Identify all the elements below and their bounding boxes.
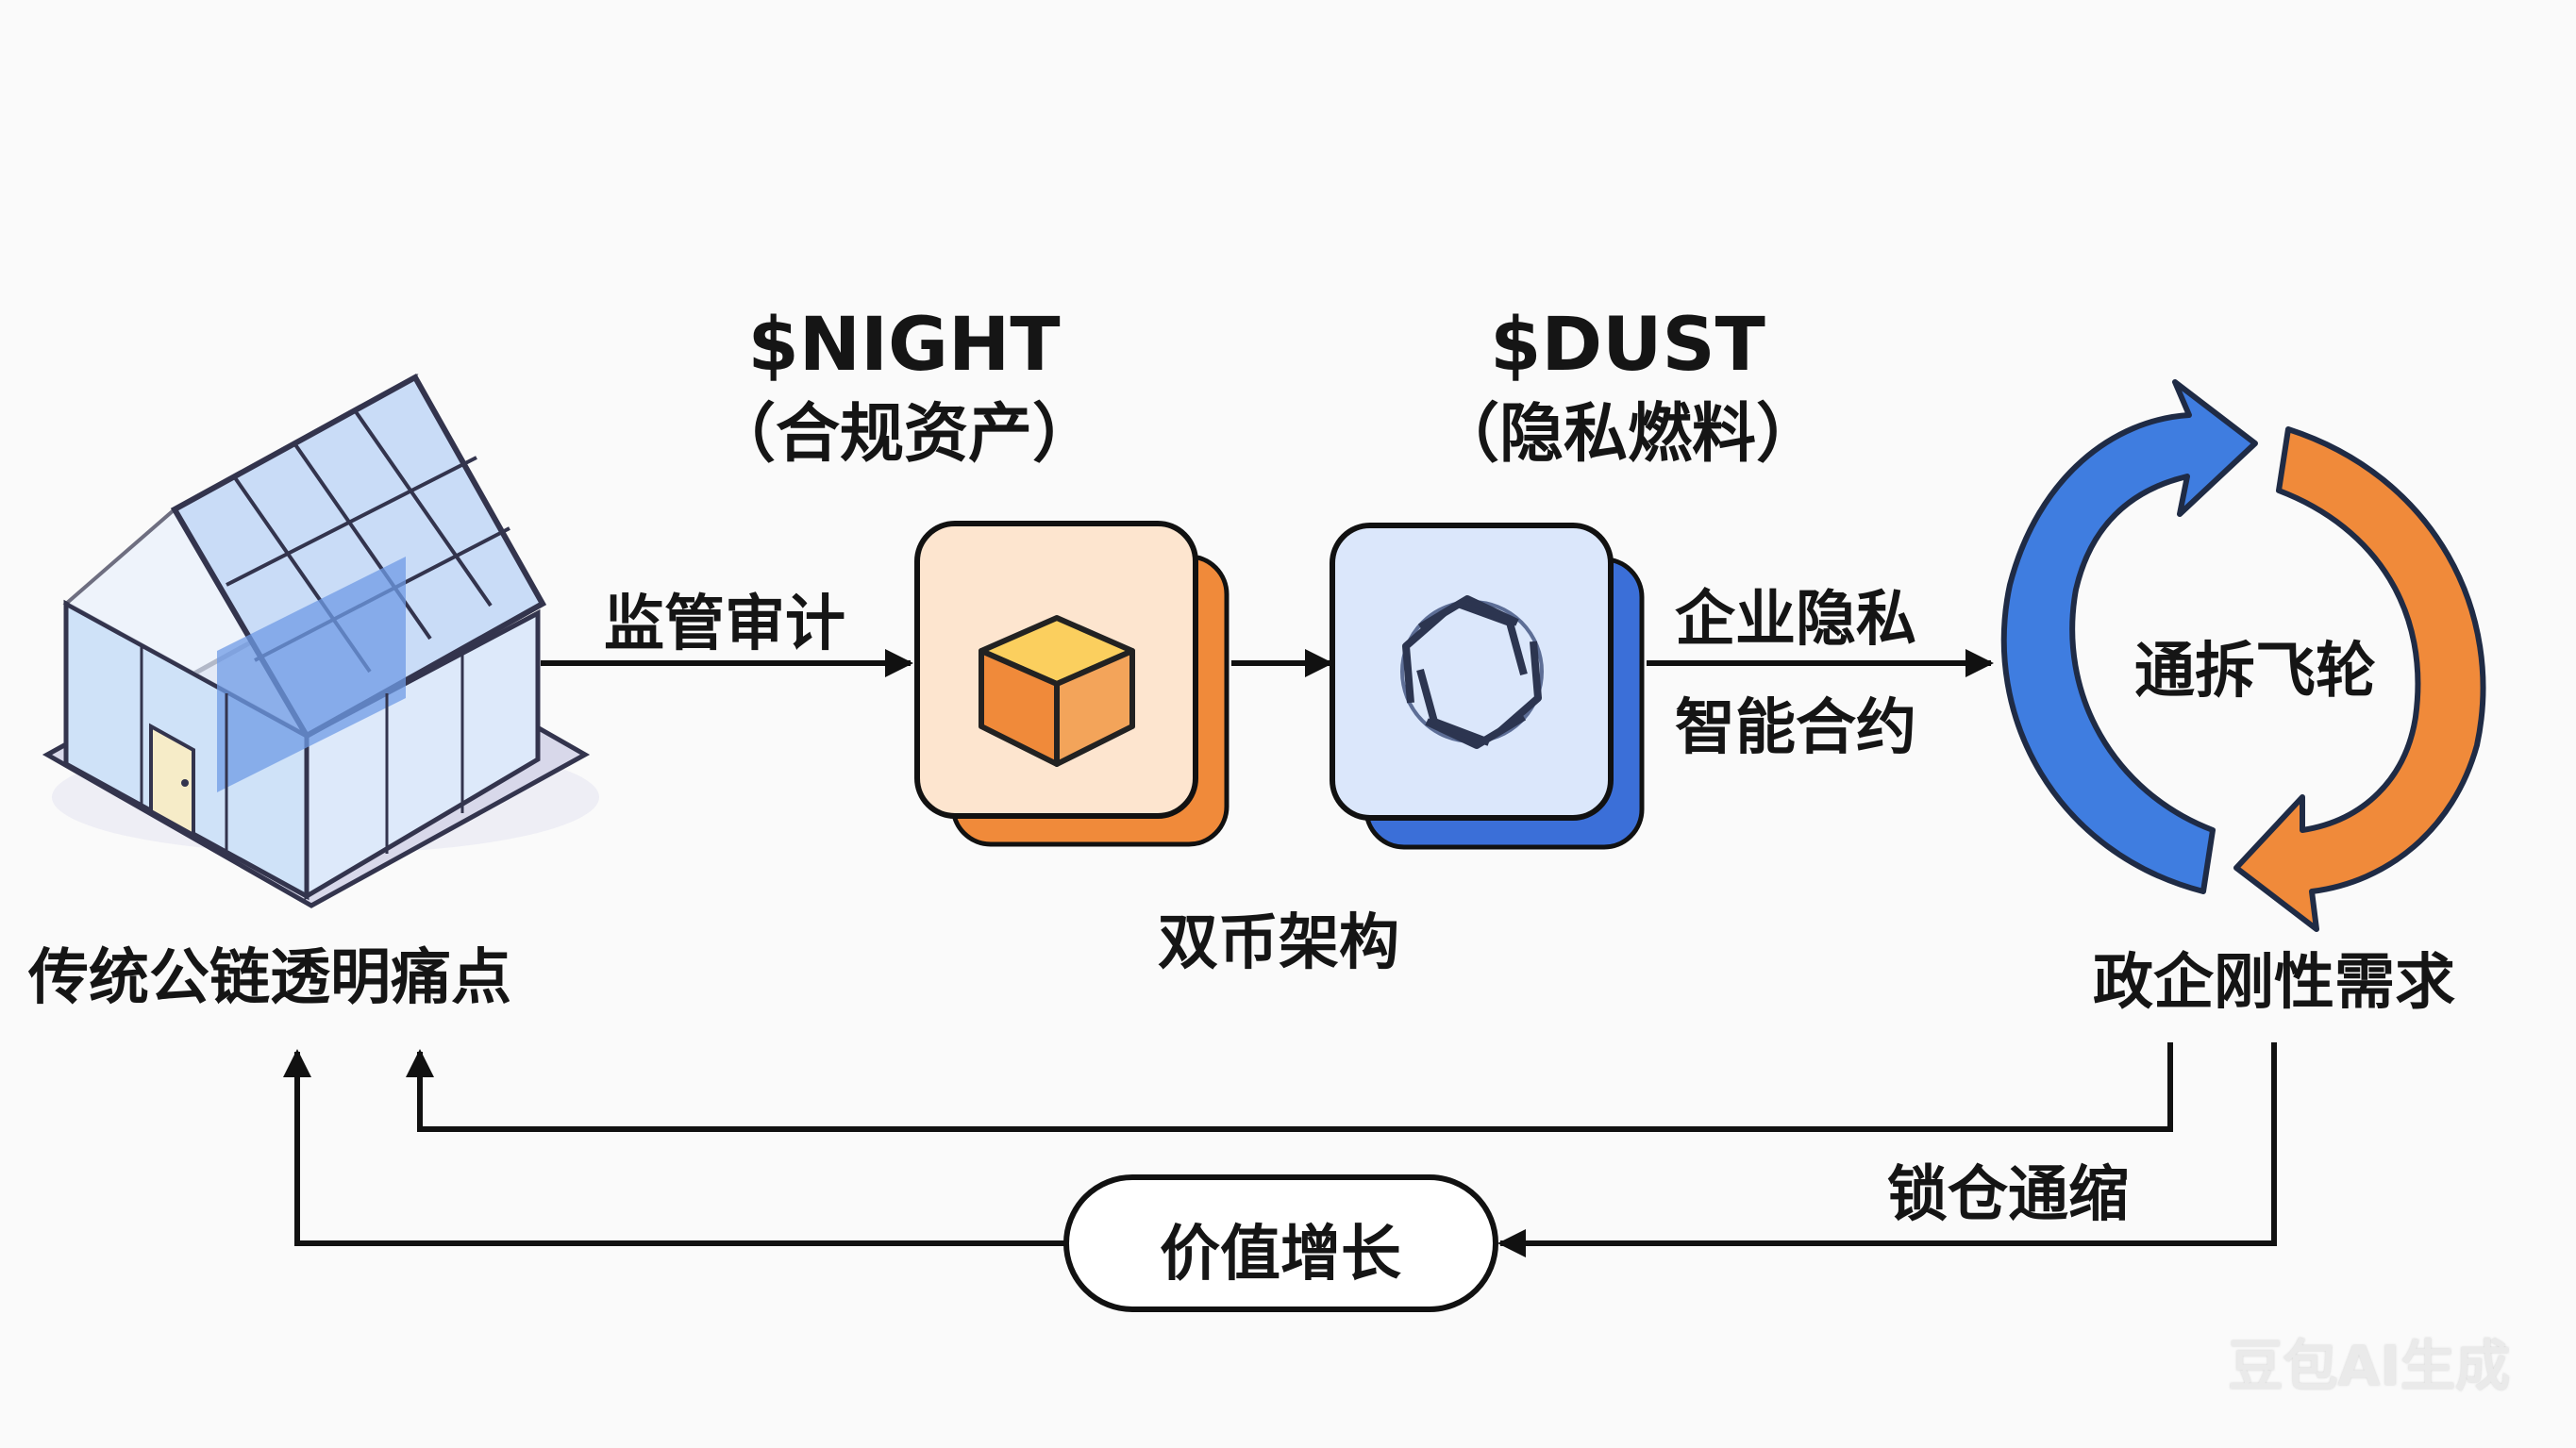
glass-house-icon: [42, 373, 599, 908]
night-token-card: [914, 521, 1229, 847]
watermark: 豆包AI生成: [2228, 1334, 2510, 1398]
hexagon-knot-icon: [1400, 595, 1544, 749]
night-token-name: $NIGHT: [747, 303, 1061, 388]
circular-arrows-icon: [2000, 379, 2486, 932]
smart-contract-label: 智能合约: [1675, 693, 1916, 763]
regulation-label: 监管审计: [604, 590, 845, 659]
dust-token-role: （隐私燃料）: [1434, 397, 1821, 472]
lockup-label: 锁仓通缩: [1887, 1160, 2129, 1230]
flywheel-label: 通拆飞轮: [2134, 637, 2376, 707]
demand-label: 政企刚性需求: [2093, 948, 2455, 1018]
loop-arrow-value: [283, 1049, 1064, 1246]
dust-token-name: $DUST: [1490, 303, 1765, 388]
value-growth-pill: [1063, 1174, 1498, 1312]
dust-token-card: [1330, 523, 1645, 850]
cube-icon: [979, 615, 1135, 767]
value-growth-label: 价值增长: [1160, 1220, 1401, 1290]
night-token-role: （合规资产）: [711, 397, 1097, 472]
loop-arrow-outer: [1497, 1042, 2277, 1257]
dual-token-label: 双币架构: [1158, 908, 1399, 978]
loop-arrow-inner: [406, 1042, 2173, 1132]
enterprise-privacy-label: 企业隐私: [1675, 585, 1916, 655]
left-node-label: 传统公链透明痛点: [28, 943, 511, 1013]
